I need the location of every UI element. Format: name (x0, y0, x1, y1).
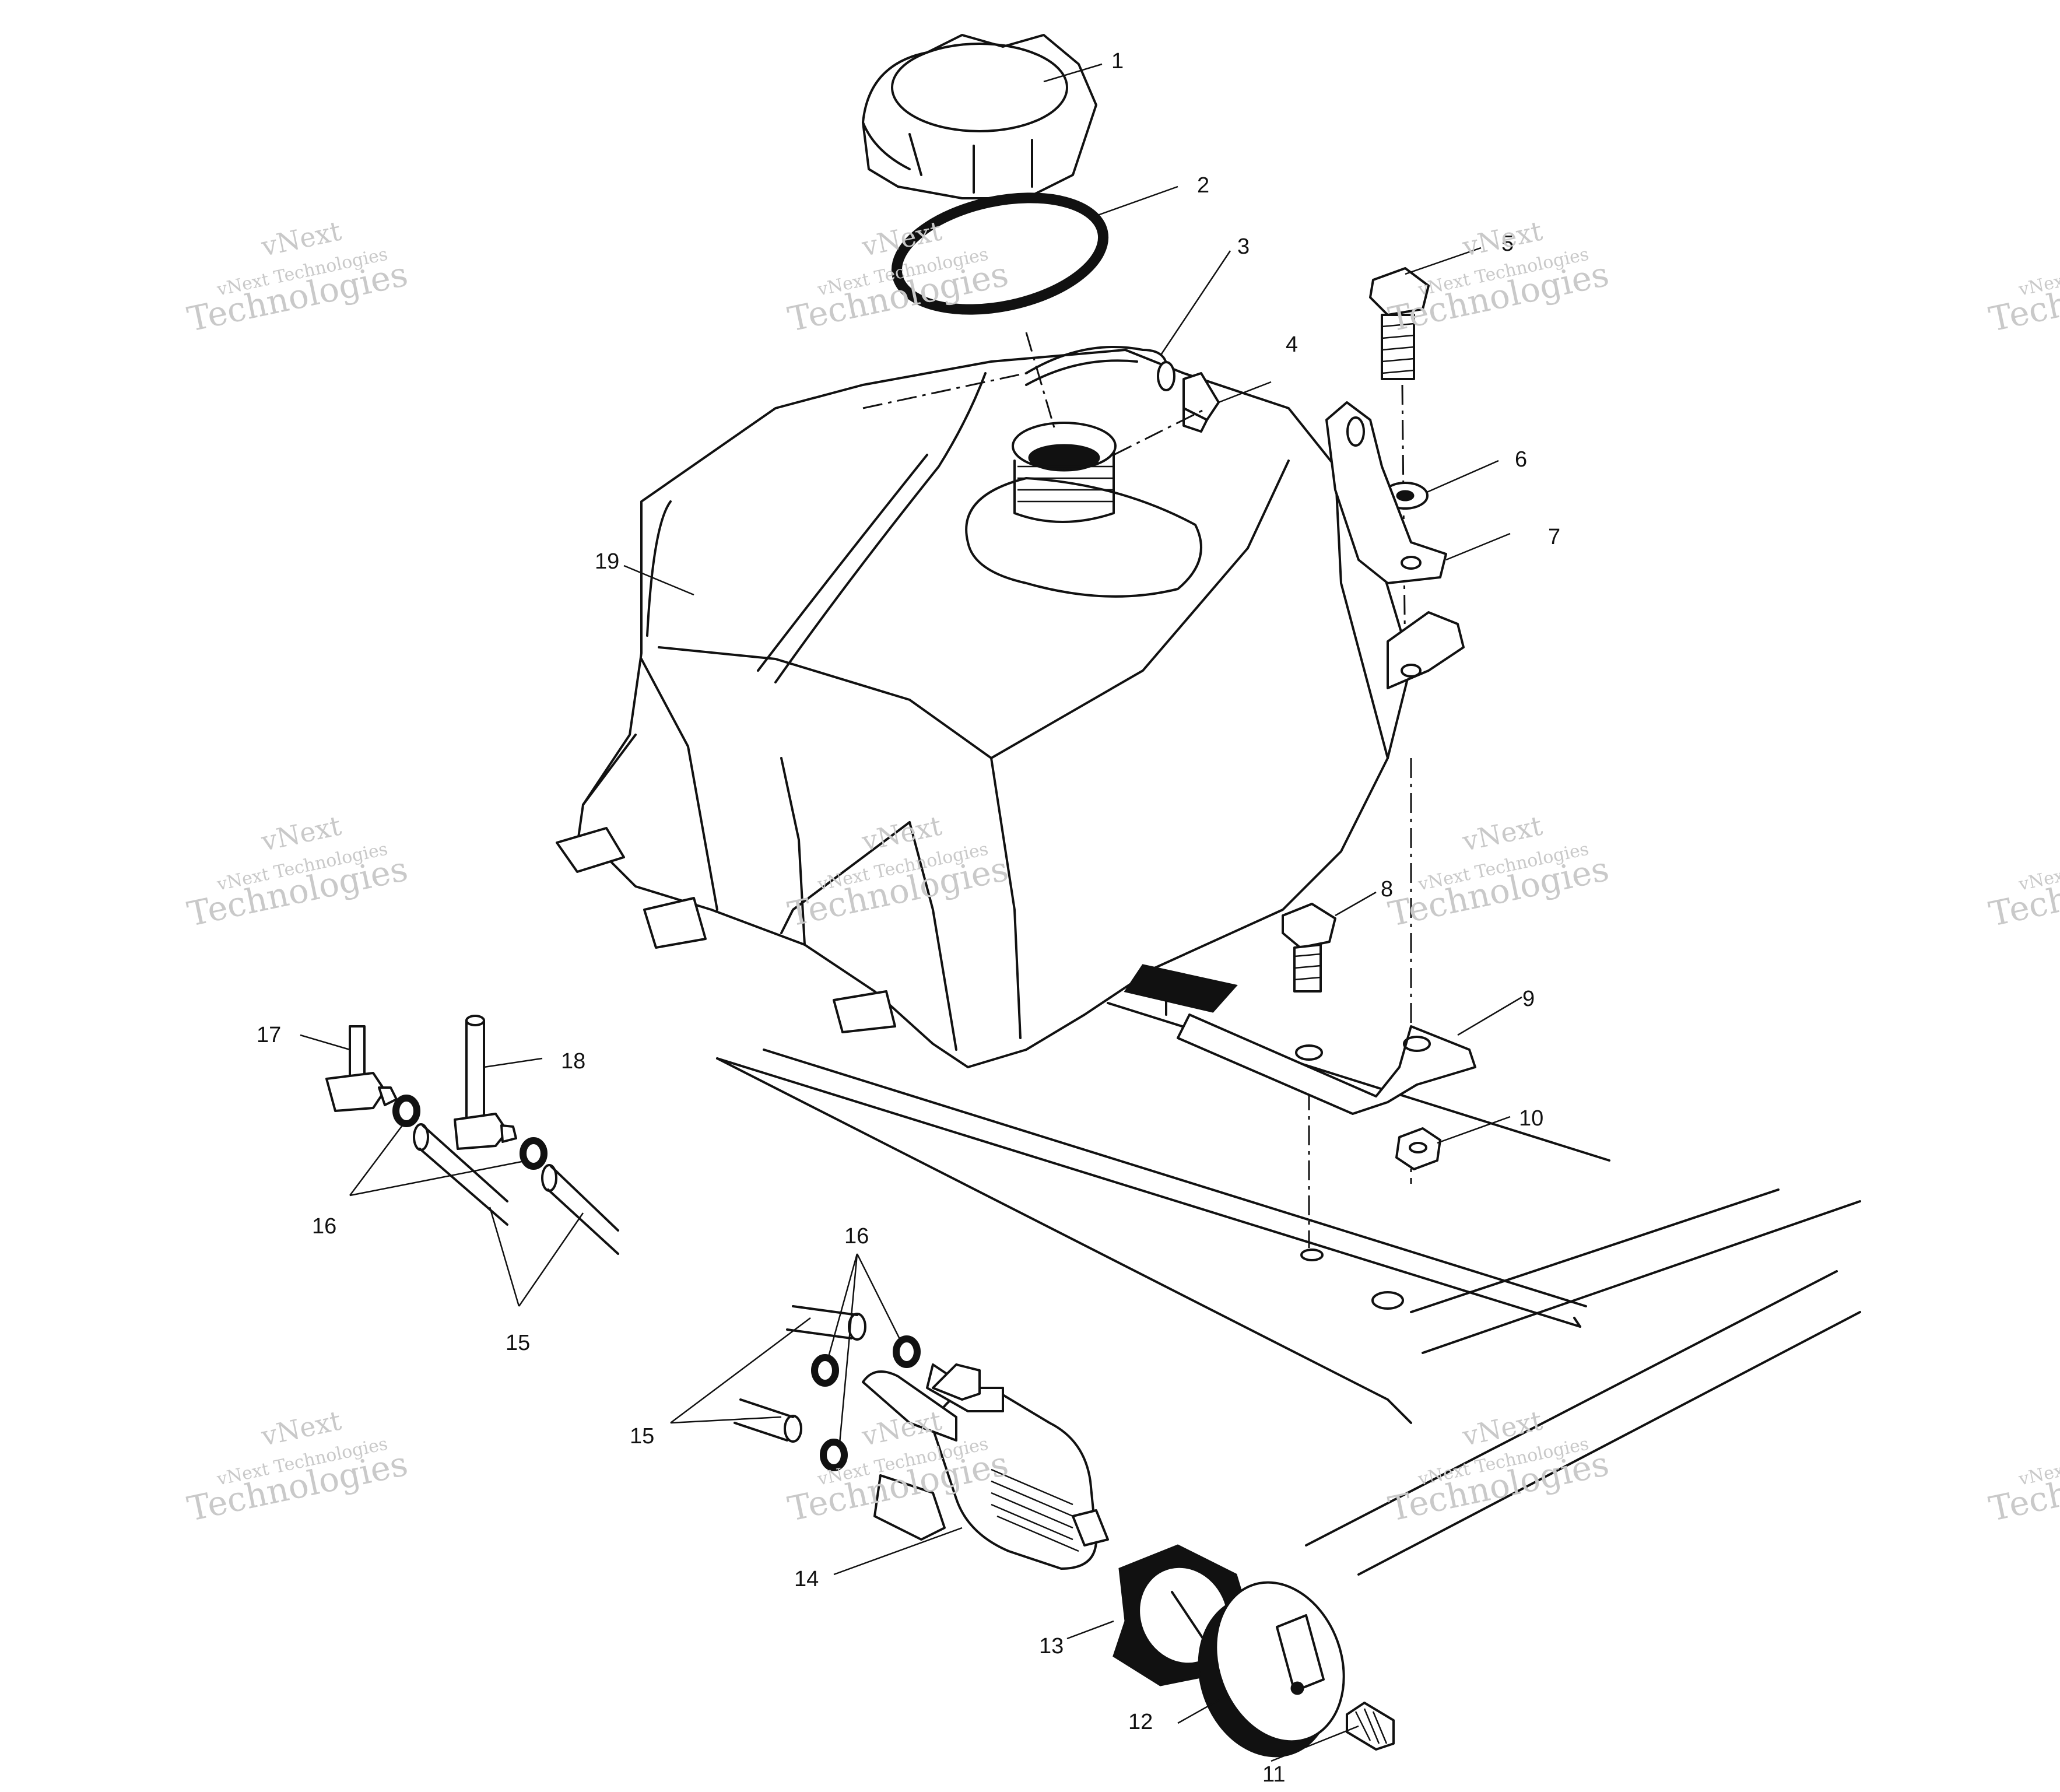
callout-15-left: 15 (506, 1331, 530, 1355)
hose-clamps-right (811, 1335, 921, 1471)
callout-13: 13 (1039, 1634, 1064, 1658)
watermark: vNext vNext Technologies Technologies (1385, 809, 1612, 934)
watermark: vNext vNext Technologies Technologies (1985, 809, 2060, 934)
bolt-8 (1282, 903, 1336, 993)
hoses-left (413, 1123, 619, 1255)
callout-11: 11 (1262, 1762, 1285, 1787)
fuel-petcock (862, 1363, 1109, 1570)
bracket-9 (1177, 1014, 1476, 1115)
callout-3: 3 (1237, 234, 1250, 259)
callout-9: 9 (1522, 987, 1535, 1011)
petcock-knob-12 (1198, 1581, 1345, 1758)
fuel-tank (556, 349, 1412, 1068)
nut-10 (1395, 1127, 1441, 1170)
svg-text:Technologies: Technologies (1985, 254, 2060, 339)
watermark: vNext vNext Technologies Technologies (184, 1404, 411, 1529)
fuel-cap (862, 34, 1097, 199)
callout-2: 2 (1197, 173, 1209, 198)
vent-hose (1025, 346, 1175, 391)
callout-1: 1 (1111, 49, 1124, 73)
callout-labels: 1 2 3 4 5 6 7 8 9 10 11 12 13 14 15 15 1… (257, 49, 1560, 1787)
svg-text:Technologies: Technologies (1985, 1444, 2060, 1529)
watermark: vNext vNext Technologies Technologies (1985, 215, 2060, 339)
callout-16-right: 16 (844, 1224, 869, 1249)
callout-12: 12 (1128, 1710, 1153, 1734)
watermark: vNext vNext Technologies Technologies (1385, 1404, 1612, 1529)
watermark: vNext vNext Technologies Technologies (184, 809, 411, 934)
callout-5: 5 (1501, 232, 1514, 256)
callout-17: 17 (257, 1023, 281, 1047)
screw-11 (1346, 1702, 1395, 1751)
straight-fitting-18 (454, 1015, 517, 1150)
bracket-7 (1325, 401, 1465, 689)
svg-text:Technologies: Technologies (1985, 849, 2060, 934)
vent-fitting (1182, 372, 1220, 433)
callout-6: 6 (1515, 447, 1527, 472)
hoses-right (734, 1305, 866, 1443)
o-ring (891, 192, 1109, 315)
callout-8: 8 (1381, 877, 1393, 902)
callout-10: 10 (1519, 1106, 1543, 1131)
callout-16-left: 16 (312, 1214, 336, 1239)
assembly-lines (862, 332, 1412, 1248)
callout-4: 4 (1286, 332, 1298, 357)
callout-19: 19 (595, 549, 619, 574)
watermark: vNext vNext Technologies Technologies (184, 215, 411, 339)
watermark: vNext vNext Technologies Technologies (1985, 1404, 2060, 1529)
callout-14: 14 (794, 1567, 819, 1591)
bolt-5 (1369, 267, 1430, 380)
leader-lines (300, 63, 1522, 1762)
callout-7: 7 (1548, 525, 1560, 549)
callout-18: 18 (561, 1049, 585, 1074)
callout-15-right: 15 (630, 1424, 654, 1449)
watermark: vNext vNext Technologies Technologies (784, 215, 1012, 339)
elbow-fitting-17 (325, 1025, 398, 1112)
hose-clamps-left (392, 1095, 548, 1170)
